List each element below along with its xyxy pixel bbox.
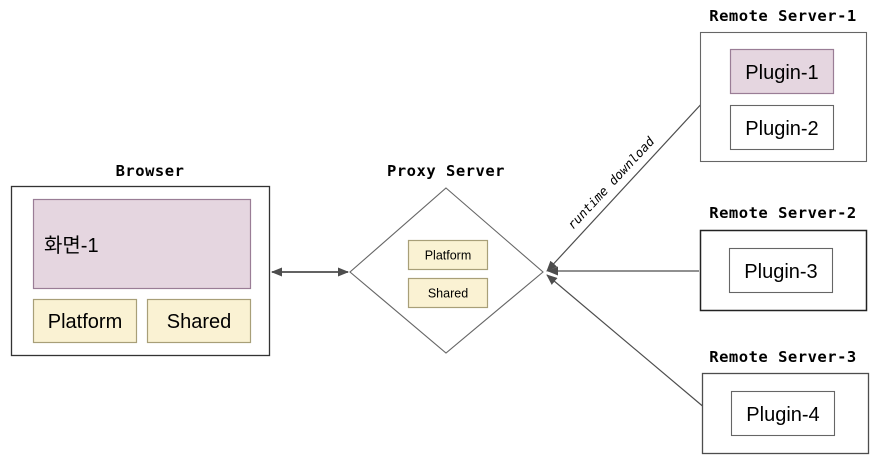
node-remote-server-2[interactable]: Remote Server-2 Plugin-3 [699, 204, 868, 312]
remote-server-2-plugin-3-box[interactable] [728, 247, 834, 294]
proxy-server-title: Proxy Server [387, 162, 505, 180]
remote-server-1-plugin-2-label: Plugin-2 [745, 118, 818, 140]
remote-server-3-plugin-4-box[interactable] [730, 390, 836, 437]
node-proxy-server[interactable]: Proxy Server Platform Shared [349, 162, 544, 354]
proxy-module-platform-label: Platform [425, 249, 472, 263]
edge-remote1-proxy [546, 73, 730, 272]
remote-server-1-plugin-2-box[interactable] [729, 104, 835, 151]
node-browser[interactable]: Browser 화면-1 Platform Shared [10, 162, 271, 357]
node-remote-server-3[interactable]: Remote Server-3 Plugin-4 [701, 348, 870, 455]
proxy-module-shared-box[interactable] [407, 277, 489, 309]
browser-screen-label: 화면-1 [44, 234, 99, 257]
remote-server-2-title: Remote Server-2 [709, 204, 856, 222]
remote-server-1-plugin-1-label: Plugin-1 [745, 62, 818, 84]
browser-module-platform-label: Platform [48, 311, 122, 333]
proxy-server-diamond[interactable] [349, 187, 544, 354]
remote-server-3-plugin-4-label: Plugin-4 [746, 404, 819, 426]
edge-remote3-proxy [546, 274, 713, 415]
proxy-module-platform-box[interactable] [407, 239, 489, 271]
browser-module-platform-box[interactable] [32, 298, 138, 344]
browser-screen-box[interactable] [32, 198, 252, 290]
browser-module-shared-box[interactable] [146, 298, 252, 344]
proxy-module-shared-label: Shared [428, 287, 468, 301]
remote-server-1-title: Remote Server-1 [709, 7, 856, 25]
browser-title: Browser [116, 162, 185, 180]
remote-server-2-plugin-3-label: Plugin-3 [744, 261, 817, 283]
node-remote-server-1[interactable]: Remote Server-1 Plugin-1 Plugin-2 [699, 7, 868, 163]
remote-server-3-title: Remote Server-3 [709, 348, 856, 366]
browser-module-shared-label: Shared [167, 311, 232, 333]
remote-server-1-plugin-1-box[interactable] [729, 48, 835, 95]
